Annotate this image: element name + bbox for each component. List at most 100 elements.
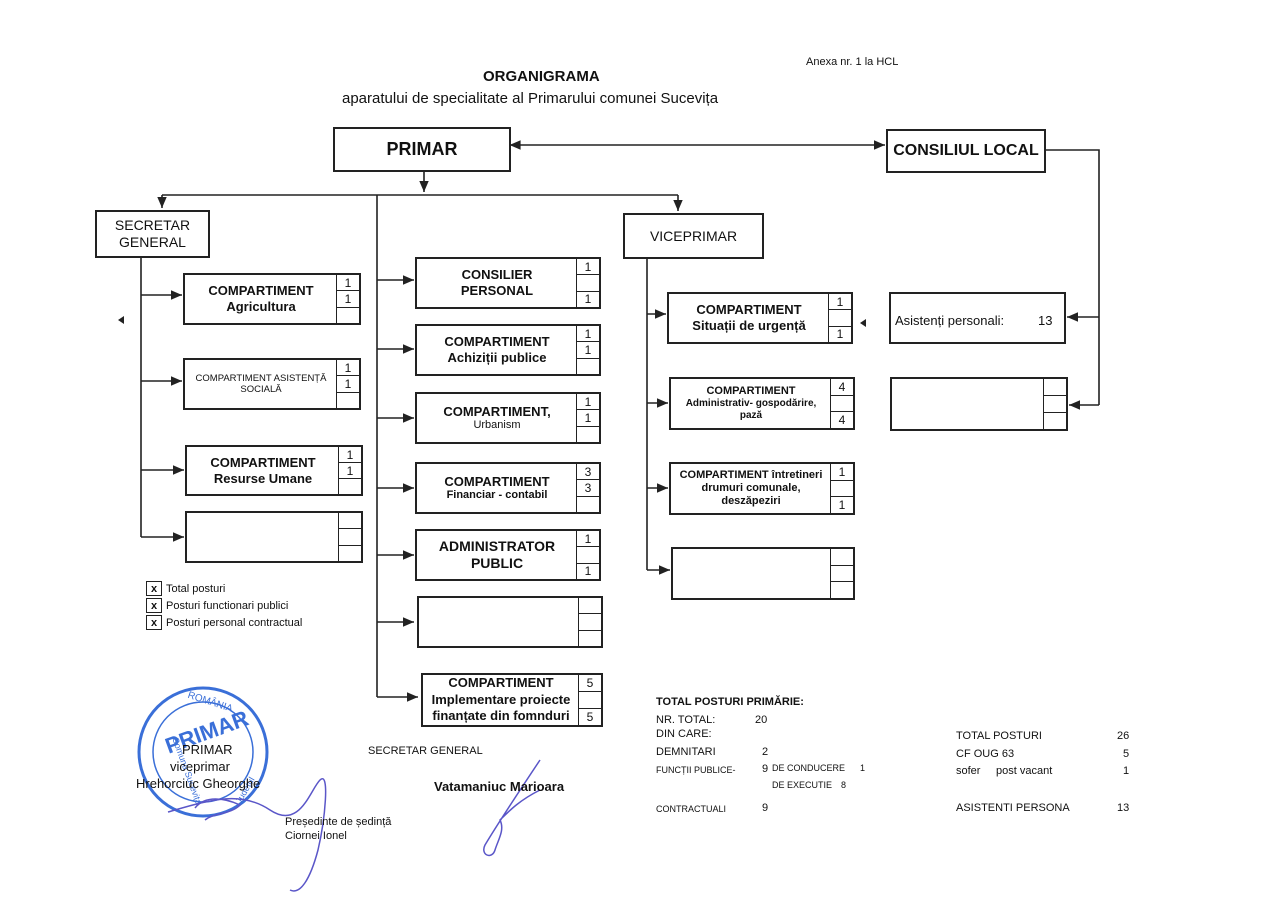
secretar-line-1: SECRETAR — [114, 217, 191, 234]
asistenta-line-2: SOCIALĂ — [240, 384, 282, 395]
resurse-line-2: Resurse Umane — [213, 470, 313, 486]
empty-left-box — [185, 511, 363, 563]
agricultura-counts: 1 1 — [336, 275, 359, 323]
secretar-general-signature-label: SECRETAR GENERAL — [368, 745, 483, 757]
compartiment-administrativ-gospodarire: COMPARTIMENT Administrativ- gospodărire,… — [669, 377, 855, 430]
urbanism-line-1: COMPARTIMENT, — [443, 403, 551, 419]
cf-oug-value: 5 — [1123, 748, 1130, 760]
implementare-counts: 5 5 — [578, 675, 601, 725]
secretar-line-2: GENERAL — [119, 234, 186, 250]
count-functionari — [579, 614, 601, 631]
empty-middle-counts — [578, 598, 601, 646]
viceprimar-signature-label: viceprimar — [170, 759, 230, 774]
count-functionari — [831, 481, 853, 498]
administrativ-line-1: COMPARTIMENT — [706, 384, 796, 397]
compartiment-resurse-umane: COMPARTIMENT Resurse Umane 1 1 — [185, 445, 363, 496]
functii-publice-label: FUNCȚII PUBLICE- — [656, 765, 736, 775]
drumuri-line-1: COMPARTIMENT întretineri — [679, 468, 823, 481]
drumuri-line-3: deszăpeziri — [721, 495, 781, 508]
secretar-general-name: Vatamaniuc Marioara — [434, 779, 565, 794]
compartiment-achizitii-publice: COMPARTIMENT Achiziții publice 1 1 — [415, 324, 601, 376]
count-contractual: 5 — [586, 710, 594, 724]
count-total: 1 — [829, 294, 851, 311]
count-functionari — [579, 692, 601, 709]
functii-publice-value: 9 — [762, 763, 769, 775]
administrativ-counts: 4 4 — [830, 379, 853, 428]
urgenta-line-2: Situații de urgență — [692, 318, 806, 333]
drumuri-line-2: drumuri comunale, — [701, 481, 801, 494]
financiar-line-2: Financiar - contabil — [446, 489, 548, 502]
legend-label: Posturi functionari publici — [166, 599, 289, 612]
presedinte-label: Președinte de ședință — [285, 816, 392, 828]
contractuali-label: CONTRACTUALI — [656, 804, 727, 814]
agricultura-line-2: Agricultura — [226, 299, 296, 314]
urgenta-counts: 1 1 — [828, 294, 851, 342]
asistenti-personali-box: Asistenți personali: 13 — [889, 292, 1066, 344]
count-functionari — [1044, 396, 1066, 413]
de-executie-value: 8 — [841, 780, 847, 790]
compartiment-situatii-urgenta: COMPARTIMENT Situații de urgență 1 1 — [667, 292, 853, 344]
count-contractual: 4 — [838, 413, 846, 428]
page-title: ORGANIGRAMA — [483, 68, 600, 85]
legend-functionari: x Posturi functionari publici — [146, 598, 288, 613]
urbanism-line-2: Urbanism — [473, 419, 521, 432]
compartiment-agricultura: COMPARTIMENT Agricultura 1 1 — [183, 273, 361, 325]
compartiment-implementare-proiecte: COMPARTIMENT Implementare proiecte finan… — [421, 673, 603, 727]
count-total — [1044, 379, 1066, 396]
consilier-counts: 1 1 — [576, 259, 599, 307]
count-total: 1 — [577, 531, 599, 548]
count-total: 3 — [577, 464, 599, 481]
contractuali-value: 9 — [762, 802, 769, 814]
count-total: 5 — [579, 675, 601, 692]
count-total: 1 — [577, 326, 599, 343]
de-conducere-value: 1 — [860, 763, 866, 773]
implementare-line-3: finanțate din fomnduri — [432, 708, 570, 724]
nr-total-label: NR. TOTAL: — [656, 714, 716, 726]
legend-mark: x — [146, 581, 162, 596]
count-total — [831, 549, 853, 566]
presedinte-name: Ciornei Ionel — [285, 830, 347, 842]
consiliul-local-label: CONSILIUL LOCAL — [893, 142, 1039, 160]
count-total: 1 — [339, 447, 361, 463]
viceprimar-box: VICEPRIMAR — [623, 213, 764, 259]
financiar-counts: 3 3 — [576, 464, 599, 512]
totals-heading: TOTAL POSTURI PRIMĂRIE: — [656, 696, 804, 708]
count-functionari — [831, 566, 853, 583]
empty-right-counts — [1043, 379, 1066, 429]
urbanism-counts: 1 1 — [576, 394, 599, 442]
legend-total: x Total posturi — [146, 581, 225, 596]
count-functionari — [831, 396, 853, 413]
legend-contractual: x Posturi personal contractual — [146, 615, 302, 630]
count-functionari: 1 — [337, 376, 359, 393]
legend-label: Posturi personal contractual — [166, 616, 303, 629]
consilier-line-2: PERSONAL — [460, 283, 534, 298]
compartiment-financiar-contabil: COMPARTIMENT Financiar - contabil 3 3 — [415, 462, 601, 514]
count-contractual: 1 — [836, 327, 844, 342]
sofer-value: 1 — [1123, 765, 1130, 777]
administrator-line-1: ADMINISTRATOR — [438, 538, 556, 555]
administrativ-line-3: pază — [739, 410, 763, 422]
annex-label: Anexa nr. 1 la HCL — [806, 56, 899, 68]
implementare-line-2: Implementare proiecte — [431, 691, 571, 707]
asistenta-line-1: COMPARTIMENT ASISTENȚĂ — [195, 372, 327, 384]
administrativ-line-2: Administrativ- gospodărire, — [685, 398, 817, 410]
legend-label: Total posturi — [166, 582, 226, 595]
resurse-counts: 1 1 — [338, 447, 361, 494]
administrator-counts: 1 1 — [576, 531, 599, 579]
count-functionari: 1 — [577, 342, 599, 359]
administrator-public: ADMINISTRATOR PUBLIC 1 1 — [415, 529, 601, 581]
asistenti-persona-label: ASISTENTI PERSONA — [956, 802, 1070, 814]
count-total — [339, 513, 361, 530]
resurse-line-1: COMPARTIMENT — [210, 454, 316, 470]
count-functionari: 1 — [577, 410, 599, 427]
consilier-line-1: CONSILIER — [461, 267, 533, 283]
empty-right-box — [890, 377, 1068, 431]
count-contractual: 1 — [584, 564, 592, 579]
compartiment-intretineri-drumuri: COMPARTIMENT întretineri drumuri comunal… — [669, 462, 855, 515]
sofer-label: sofer — [956, 765, 981, 777]
agricultura-line-1: COMPARTIMENT — [208, 283, 314, 299]
empty-middle-box — [417, 596, 603, 648]
nr-total-value: 20 — [755, 714, 768, 726]
